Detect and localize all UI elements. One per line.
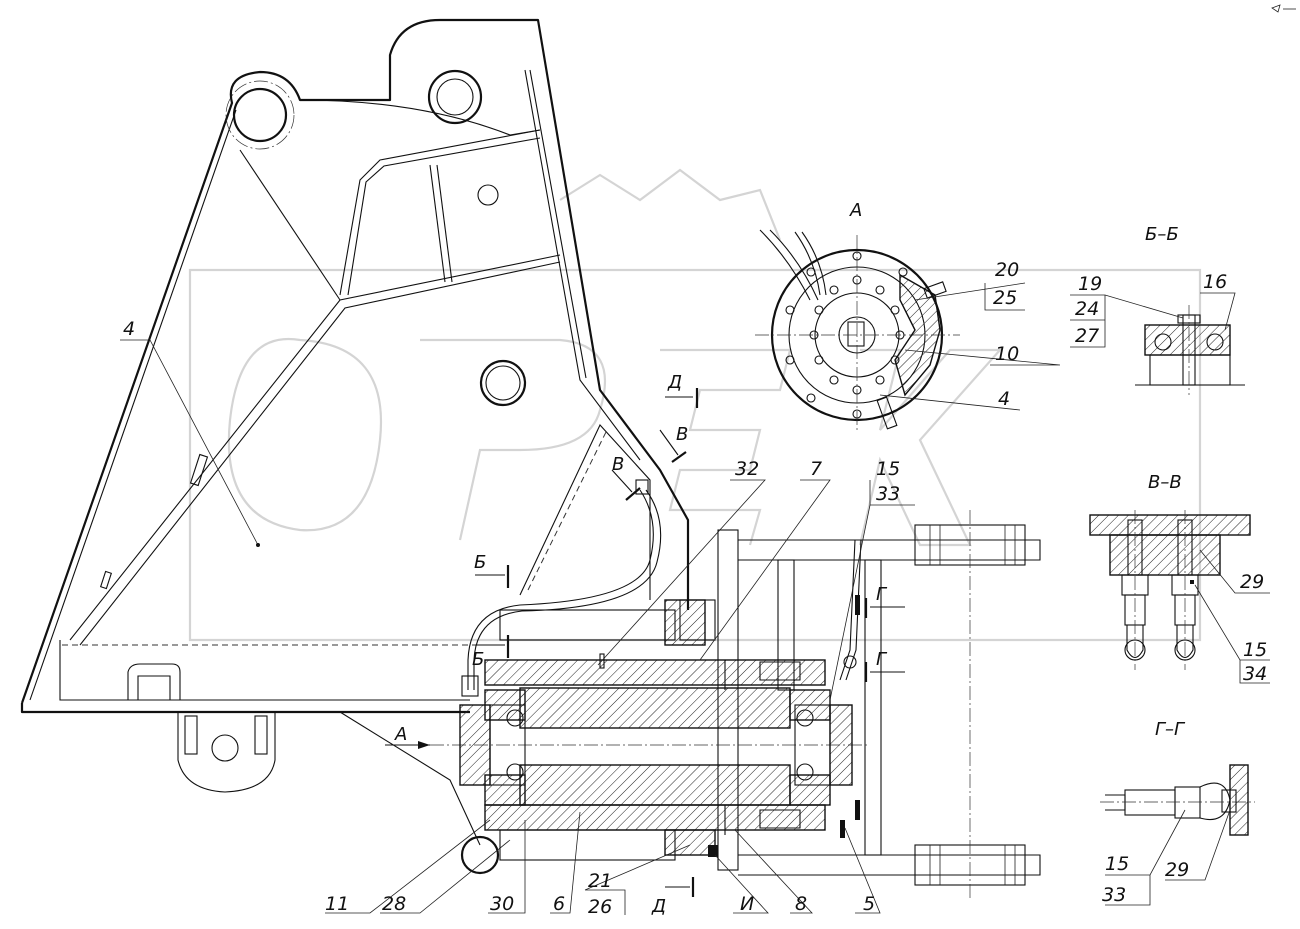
label-vv-15: 15 (1243, 639, 1267, 661)
label-gg-15: 15 (1105, 853, 1129, 875)
label-part-26: 26 (588, 896, 612, 918)
label-a-4: 4 (998, 388, 1010, 410)
watermark-text: ОРЕХ (30, 27, 33, 29)
label-part-28: 28 (382, 893, 406, 915)
main-frame (20, 18, 690, 875)
label-part-32: 32 (735, 458, 759, 480)
view-arrow-a: А (394, 724, 407, 745)
label-part-30: 30 (490, 893, 514, 915)
view-a: А (755, 200, 1061, 430)
section-vv: В–В (1089, 472, 1270, 684)
section-mark-d-top: Д (667, 372, 682, 393)
section-vv-title: В–В (1148, 472, 1182, 493)
right-frame (717, 510, 1041, 900)
section-mark-b-2: Б (472, 649, 484, 670)
label-gg-29: 29 (1165, 859, 1189, 881)
label-gg-33: 33 (1102, 884, 1126, 906)
label-part-5: 5 (863, 893, 875, 915)
label-bb-16: 16 (1203, 271, 1227, 293)
label-part-6: 6 (553, 893, 565, 915)
label-a-20: 20 (995, 259, 1019, 281)
label-bb-19: 19 (1078, 273, 1102, 295)
watermark-logo: ОРЕХ (30, 27, 1202, 642)
section-gg: Г–Г (1100, 719, 1255, 906)
label-a-10: 10 (995, 343, 1019, 365)
label-part-33-top: 33 (876, 483, 900, 505)
section-arrows (385, 388, 905, 897)
section-mark-b-1: Б (474, 552, 486, 573)
label-part-21: 21 (588, 870, 612, 892)
main-leaders (120, 339, 915, 915)
section-mark-v-1: В (676, 424, 688, 445)
hub-assembly (430, 599, 870, 861)
label-bb-27: 27 (1075, 325, 1099, 347)
label-part-8: 8 (795, 893, 807, 915)
label-part-15-top: 15 (876, 458, 900, 480)
logo-icon (1271, 4, 1296, 13)
label-a-25: 25 (993, 287, 1017, 309)
hydraulic-hose (461, 479, 862, 697)
label-vv-29: 29 (1240, 571, 1264, 593)
section-mark-g-2: Г (876, 649, 888, 670)
label-part-11: 11 (325, 893, 349, 915)
section-mark-v-2: В (612, 454, 624, 475)
label-bb-24: 24 (1075, 298, 1099, 320)
section-bb-title: Б–Б (1145, 224, 1179, 245)
label-vv-34: 34 (1243, 663, 1267, 685)
label-part-7: 7 (810, 458, 822, 480)
section-mark-g-1: Г (876, 584, 888, 605)
view-a-title: А (849, 200, 862, 221)
section-mark-d-bottom: Д (651, 896, 666, 917)
section-gg-title: Г–Г (1155, 719, 1186, 740)
section-bb: Б–Б (1070, 224, 1245, 395)
label-part-4: 4 (123, 318, 135, 340)
label-mark-i: И (740, 893, 754, 915)
